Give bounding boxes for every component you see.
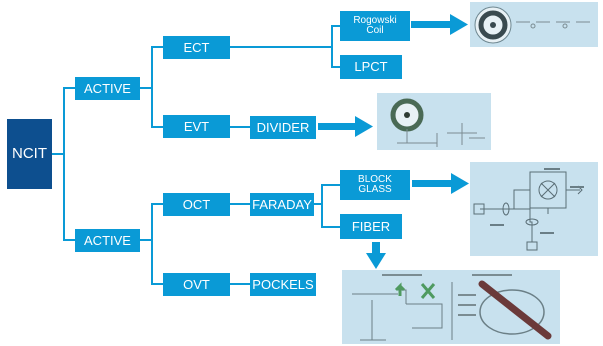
ovt-label: OVT bbox=[183, 276, 210, 292]
active-to-ect-line bbox=[140, 46, 163, 89]
lpct-label: LPCT bbox=[354, 59, 388, 75]
faraday-label: FARADAY bbox=[252, 196, 312, 212]
ovt-node: OVT bbox=[163, 273, 230, 296]
pockels-label: POCKELS bbox=[252, 276, 314, 292]
ect-label: ECT bbox=[183, 39, 210, 55]
active-to-evt-line bbox=[151, 88, 163, 128]
lower-active-node: ACTIVE bbox=[75, 229, 140, 252]
ncit-label: NCIT bbox=[12, 145, 47, 163]
divider-node: DIVIDER bbox=[250, 116, 316, 139]
divider-image bbox=[377, 93, 491, 150]
fiber-arrow bbox=[366, 242, 386, 269]
oct-label: OCT bbox=[182, 196, 211, 212]
faraday-to-blockglass-line bbox=[314, 184, 340, 205]
blockglass-arrow bbox=[412, 173, 469, 194]
ncit-root-node: NCIT bbox=[7, 119, 52, 189]
faraday-node: FARADAY bbox=[250, 193, 314, 216]
rogowski-coil-image bbox=[470, 2, 598, 47]
active-to-ovt-line bbox=[151, 240, 163, 285]
block-glass-image bbox=[470, 162, 598, 256]
fiber-label: FIBER bbox=[351, 218, 391, 234]
pockels-node: POCKELS bbox=[250, 273, 316, 296]
ect-to-rogowski-line bbox=[230, 25, 340, 48]
block-glass-label: BLOCK GLASS bbox=[358, 173, 392, 195]
faraday-to-fiber-line bbox=[321, 204, 340, 228]
lpct-node: LPCT bbox=[340, 55, 402, 79]
fiber-pockels-image bbox=[342, 270, 560, 344]
rogowski-arrow bbox=[411, 14, 468, 35]
rogowski-coil-node: Rogowski Coil bbox=[340, 11, 410, 41]
evt-node: EVT bbox=[163, 115, 230, 138]
divider-label: DIVIDER bbox=[256, 119, 310, 135]
upper-active-label: ACTIVE bbox=[84, 80, 131, 96]
oct-node: OCT bbox=[163, 193, 230, 216]
fiber-node: FIBER bbox=[340, 214, 402, 239]
divider-arrow bbox=[318, 116, 373, 137]
ect-to-lpct-line bbox=[331, 47, 340, 68]
root-to-upper-active-line bbox=[52, 87, 75, 155]
upper-active-node: ACTIVE bbox=[75, 77, 140, 100]
lower-active-label: ACTIVE bbox=[84, 232, 131, 248]
root-to-lower-active-line bbox=[63, 154, 75, 241]
active-to-oct-line bbox=[140, 203, 163, 241]
ect-node: ECT bbox=[163, 36, 230, 59]
block-glass-node: BLOCK GLASS bbox=[340, 170, 410, 200]
evt-label: EVT bbox=[183, 118, 210, 134]
rogowski-coil-label: Rogowski Coil bbox=[353, 14, 397, 36]
